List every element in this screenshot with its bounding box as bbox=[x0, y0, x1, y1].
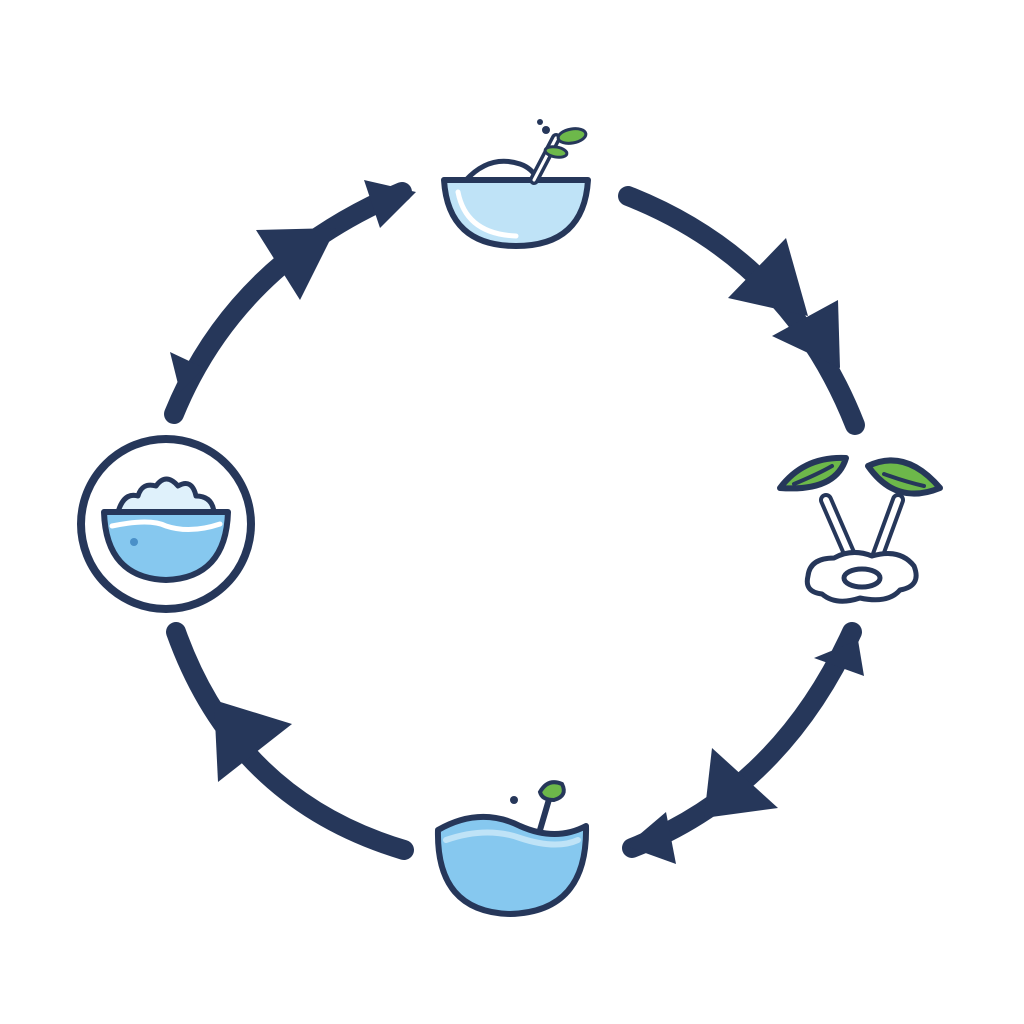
arrow-top-right bbox=[618, 186, 865, 435]
twin-sprout-seedling-icon bbox=[777, 454, 943, 604]
water-bowl-sprout-icon bbox=[434, 780, 590, 917]
sprouting-seed-bowl-icon bbox=[441, 119, 591, 249]
snow-water-bowl-icon bbox=[77, 435, 255, 613]
arrow-bottom-left bbox=[166, 622, 414, 860]
arrow-bottom-right bbox=[622, 622, 864, 864]
arrow-top-left bbox=[164, 180, 416, 424]
